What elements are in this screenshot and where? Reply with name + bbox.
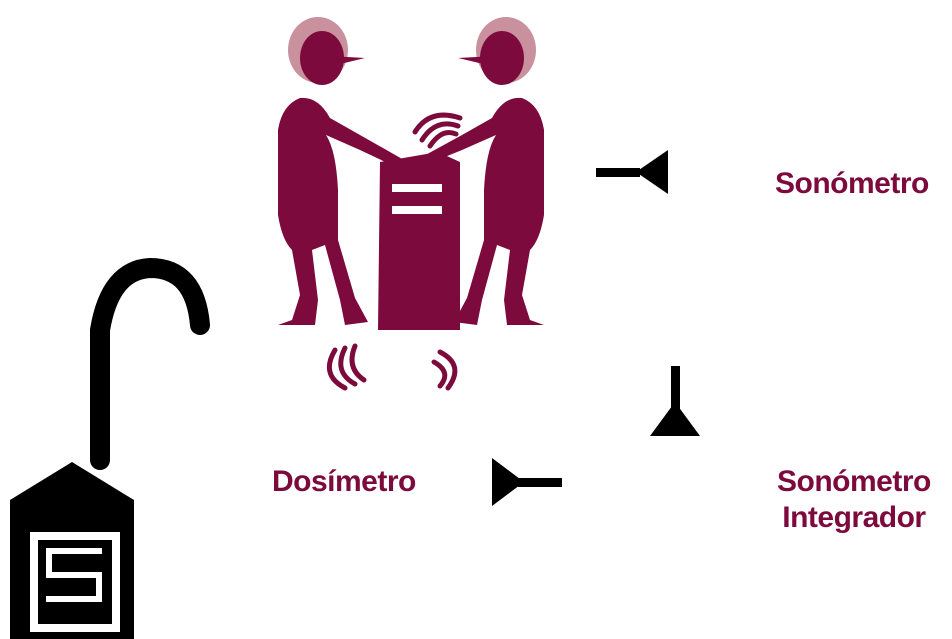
label-sonometro-integrador-line1: Sonómetro [777, 465, 931, 498]
label-dosimetro: Dosímetro [272, 465, 416, 498]
label-sonometro: Sonómetro [775, 167, 929, 200]
right-worker-head [458, 17, 536, 85]
sound-marks [326, 112, 463, 391]
left-worker-head [288, 17, 365, 85]
label-sonometro-integrador-line2: Integrador [782, 501, 926, 534]
pointer-left-icon [596, 150, 668, 194]
right-worker-body [420, 97, 544, 325]
pointer-right-icon [492, 458, 562, 506]
podium [378, 152, 460, 330]
left-worker-body [278, 97, 404, 325]
label-sonometro-integrador: Sonómetro Integrador [777, 464, 931, 536]
pointer-up-icon [650, 366, 700, 436]
dosimeter-device-icon [10, 257, 210, 639]
two-workers-podium-illustration [278, 17, 544, 391]
